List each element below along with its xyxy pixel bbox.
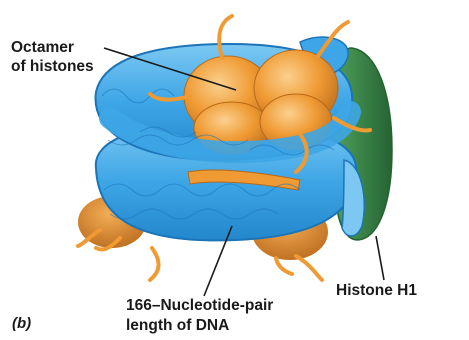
octamer-label-line1: Octamer: [11, 39, 74, 56]
histone-h1-label: Histone H1: [336, 282, 417, 299]
leader-h1: [376, 236, 384, 280]
panel-label: (b): [12, 315, 31, 332]
dna-label-line1: 166–Nucleotide-pair: [126, 297, 273, 314]
octamer-label-line2: of histones: [11, 58, 94, 75]
dna-label-line2: length of DNA: [126, 317, 229, 334]
